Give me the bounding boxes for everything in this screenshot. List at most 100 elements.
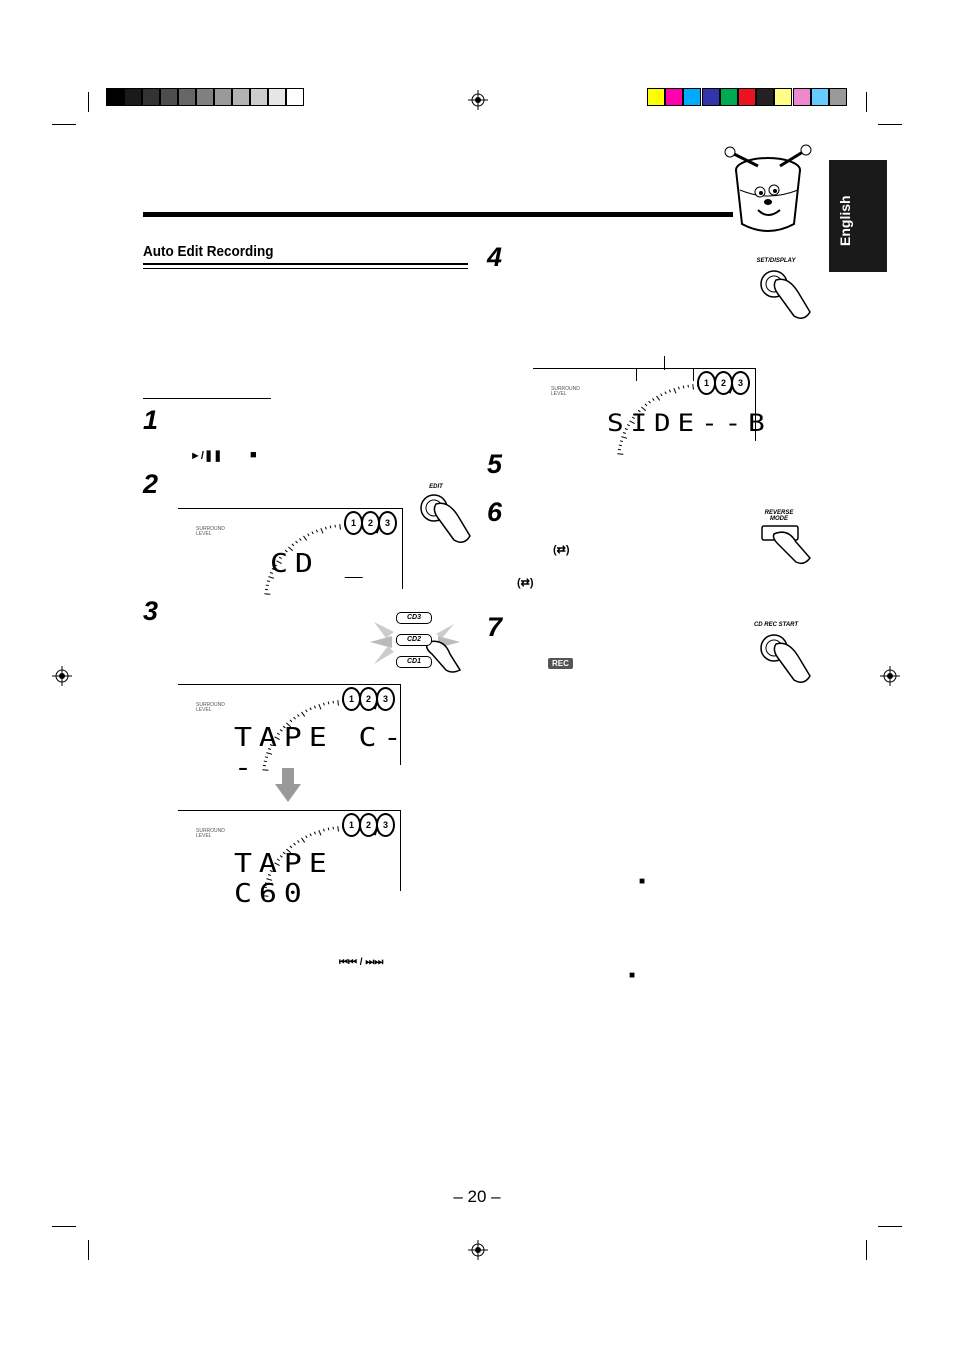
color-swatch [665, 88, 684, 106]
level-tick [320, 527, 324, 534]
color-swatch [647, 88, 665, 106]
color-swatch [701, 88, 720, 106]
level-meter-label: SURROUND LEVEL [196, 526, 225, 537]
level-tick [264, 593, 271, 595]
level-tick [334, 524, 336, 528]
cd3-button[interactable]: CD3 [396, 612, 432, 624]
header-rule [143, 212, 733, 217]
level-tick [305, 709, 308, 713]
level-tick [621, 436, 628, 439]
level-tick [271, 740, 275, 743]
level-tick [318, 829, 322, 836]
drum-mascot-illustration [724, 144, 812, 232]
level-tick [266, 580, 270, 583]
level-tick [622, 432, 626, 434]
level-tick [337, 826, 339, 832]
level-tick [274, 736, 280, 741]
reverse-mode-button[interactable] [760, 524, 814, 566]
level-tick [274, 862, 280, 867]
rec-indicator-badge: REC [548, 658, 573, 669]
level-tick [692, 384, 694, 390]
gray-swatch [142, 88, 160, 106]
level-tick [323, 828, 325, 832]
level-tick [297, 714, 300, 717]
level-tick [282, 851, 286, 855]
cd1-button[interactable]: CD1 [396, 656, 432, 668]
cd-rec-start-button[interactable] [758, 632, 814, 688]
level-tick [323, 702, 325, 706]
edit-button-label: EDIT [429, 484, 443, 490]
level-tick [315, 529, 318, 533]
lcd-readout: CD _ [270, 549, 370, 579]
level-tick [682, 385, 685, 389]
subheading-rule [143, 268, 468, 269]
level-tick [291, 543, 295, 547]
level-tick [264, 756, 268, 759]
edit-button[interactable] [418, 492, 472, 548]
level-tick [284, 549, 288, 553]
level-tick [276, 560, 282, 565]
stop-icon: ■ [250, 449, 257, 461]
callout-bracket [636, 368, 694, 381]
stop-icon: ■ [629, 970, 636, 981]
level-tick [289, 845, 293, 849]
level-tick [668, 389, 671, 393]
step-number: 1 [143, 405, 159, 435]
set-display-button[interactable] [758, 268, 814, 324]
registration-mark-icon [880, 666, 900, 686]
level-tick [337, 700, 339, 706]
page-number: – 20 – [453, 1187, 501, 1206]
gray-swatch [124, 88, 142, 106]
registration-mark-icon [468, 90, 488, 110]
level-tick [299, 538, 302, 541]
gray-swatch [160, 88, 178, 106]
level-tick [619, 440, 623, 443]
crop-mark [52, 124, 76, 125]
level-tick [652, 398, 655, 401]
callout-line [664, 356, 665, 370]
level-tick [678, 386, 680, 390]
level-tick [282, 725, 286, 729]
level-tick [263, 760, 267, 763]
crop-mark [88, 1240, 89, 1260]
level-tick [267, 874, 271, 876]
level-tick [264, 882, 268, 885]
level-tick [332, 826, 334, 830]
gray-swatch [268, 88, 286, 106]
level-tick [327, 701, 330, 705]
short-rule [143, 398, 271, 399]
crop-mark [866, 1240, 867, 1260]
level-tick [273, 564, 277, 567]
registration-mark-icon [52, 666, 72, 686]
level-tick [269, 870, 273, 873]
level-tick [303, 535, 308, 541]
crop-mark [88, 92, 89, 112]
gray-swatch [250, 88, 268, 106]
cd2-button[interactable]: CD2 [396, 634, 432, 646]
level-tick [626, 424, 630, 427]
level-tick [269, 572, 273, 574]
gray-swatch [106, 88, 124, 106]
level-tick [641, 406, 647, 412]
gray-swatch [286, 88, 304, 106]
cd-rec-start-button-label: CD REC START [753, 622, 799, 628]
cd1-button-label: CD1 [406, 658, 421, 665]
stop-icon: ■ [639, 876, 646, 887]
cd-button-group-illustration [370, 622, 462, 673]
level-tick [687, 384, 689, 388]
level-tick [297, 840, 300, 843]
gray-swatch [232, 88, 250, 106]
color-swatch [756, 88, 775, 106]
step-number: 7 [487, 612, 503, 642]
crop-mark [878, 124, 902, 125]
level-tick [618, 444, 622, 447]
color-swatch [774, 88, 793, 106]
step-number: 5 [487, 449, 503, 479]
level-tick [262, 769, 269, 771]
subheading-rule [143, 263, 468, 265]
set-display-button-label: SET/DISPLAY [756, 258, 796, 264]
color-swatch [719, 88, 738, 106]
level-tick [266, 878, 273, 881]
